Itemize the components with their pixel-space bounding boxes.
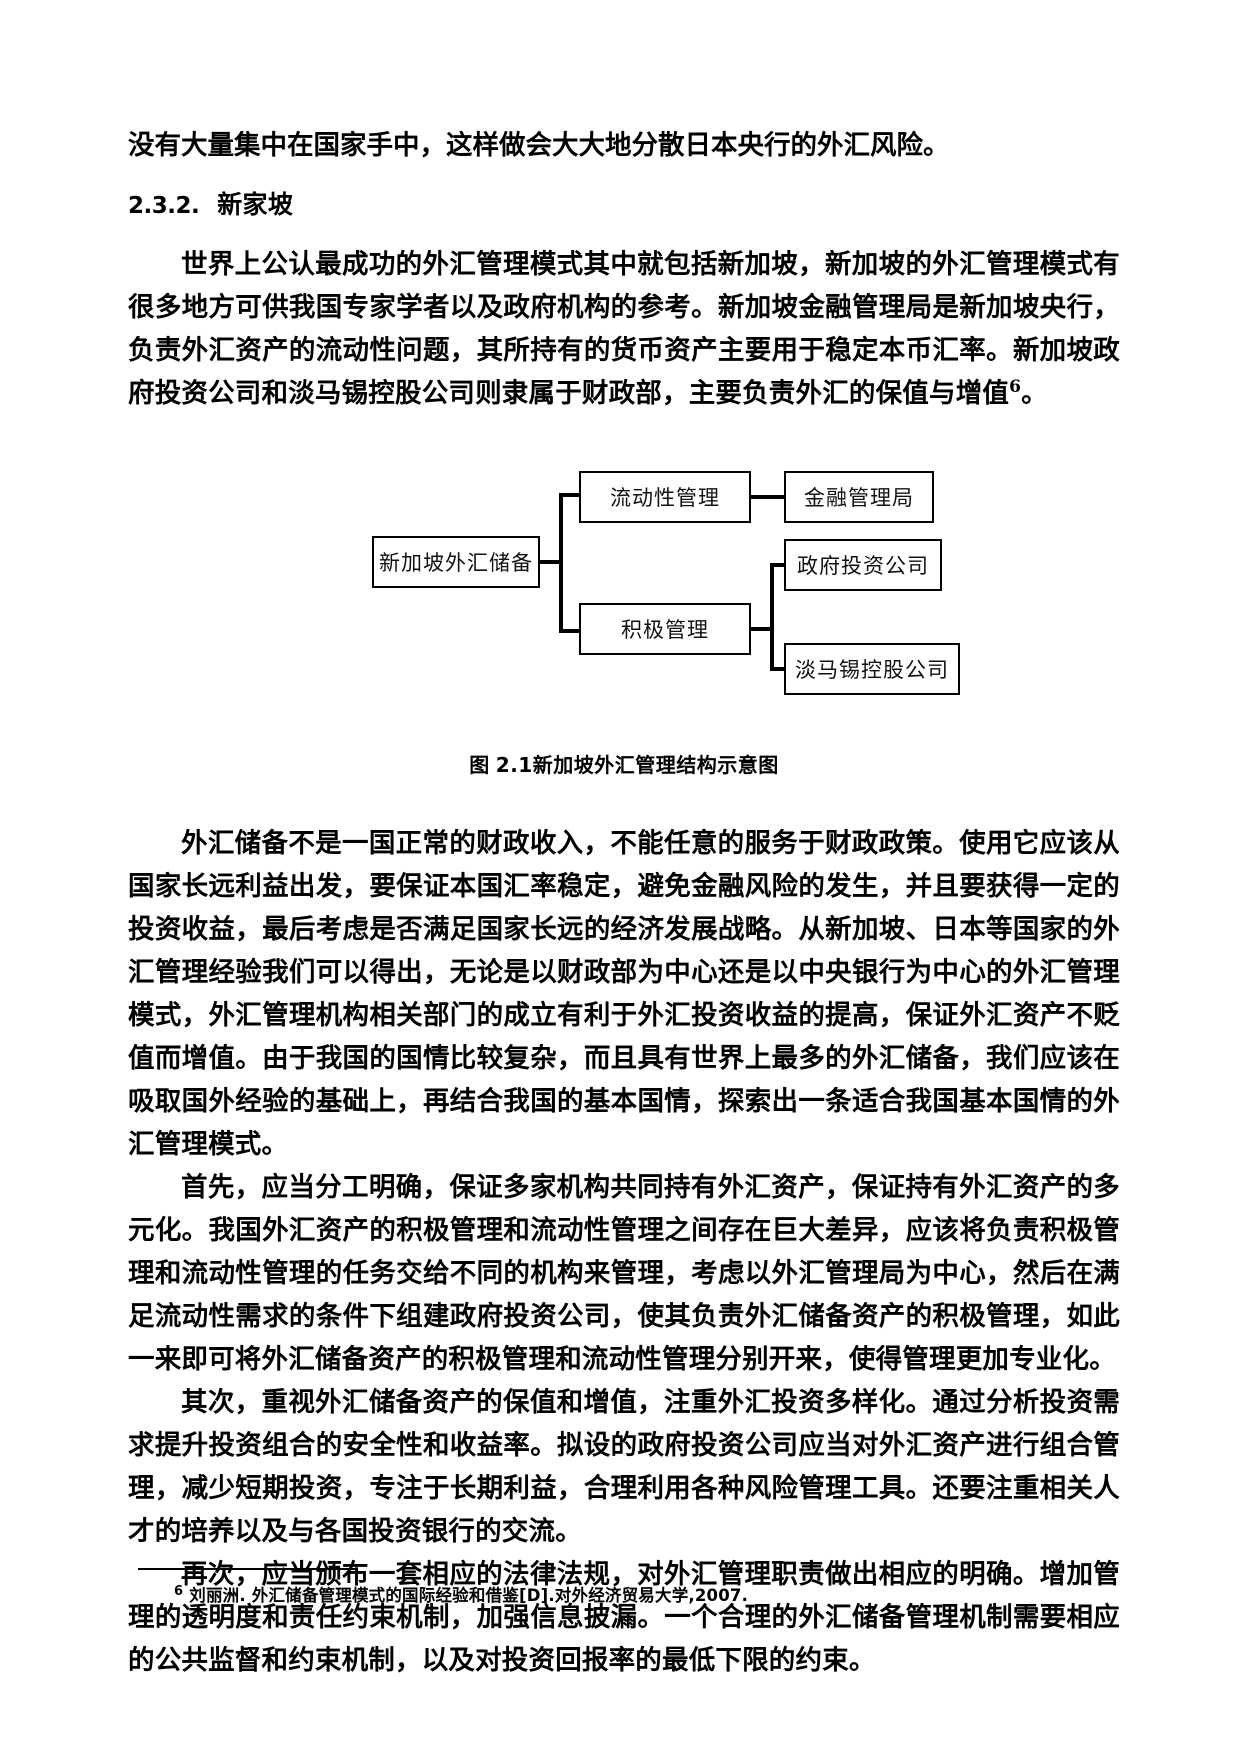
connector-root-stem (540, 560, 562, 564)
connector-top-branch-to-leaf (751, 495, 785, 499)
section-heading: 2.3.2. 新家坡 (128, 185, 1120, 221)
diagram-node-root-label: 新加坡外汇储备 (379, 551, 533, 575)
figure-caption-text: 2.1新加坡外汇管理结构示意图 (495, 753, 779, 777)
connector-spine-to-top-branch (559, 493, 581, 497)
paragraph-singapore-intro: 世界上公认最成功的外汇管理模式其中就包括新加坡，新加坡的外汇管理模式有很多地方可… (128, 249, 1120, 409)
continued-paragraph-line: 没有大量集中在国家手中，这样做会大大地分散日本央行的外汇风险。 (128, 130, 950, 161)
footnote-number: 6 (174, 1583, 184, 1599)
diagram-node-active-management-label: 积极管理 (621, 618, 709, 642)
connector-bottom-branch-to-leaf-bottom (770, 667, 786, 671)
paragraph-reserves-policy: 外汇储备不是一国正常的财政收入，不能任意的服务于财政政策。使用它应该从国家长远利… (128, 828, 1120, 1160)
body-paragraphs: 外汇储备不是一国正常的财政收入，不能任意的服务于财政政策。使用它应该从国家长远利… (128, 822, 1120, 1682)
connector-bottom-branch-stem (751, 627, 773, 631)
connector-spine-to-bottom-branch (559, 629, 581, 633)
connector-bottom-branch-spine (770, 563, 774, 671)
section-number: 2.3.2. (128, 193, 200, 219)
footnote-entry: 6 刘丽洲. 外汇储备管理模式的国际经验和借鉴[D].对外经济贸易大学,2007. (174, 1582, 1118, 1606)
paragraph-text: 世界上公认最成功的外汇管理模式其中就包括新加坡，新加坡的外汇管理模式有很多地方可… (128, 249, 1120, 409)
diagram-node-liquidity-management-label: 流动性管理 (610, 486, 720, 510)
paragraph-value-preservation: 其次，重视外汇储备资产的保值和增值，注重外汇投资多样化。通过分析投资需求提升投资… (128, 1387, 1120, 1547)
footnote-separator-rule (138, 1567, 358, 1570)
connector-bottom-branch-to-leaf-mid (770, 563, 786, 567)
section-title: 新家坡 (217, 190, 294, 219)
diagram-node-monetary-authority: 金融管理局 (784, 471, 934, 523)
figure-caption-label: 图 (469, 753, 490, 777)
diagram-node-gic-label: 政府投资公司 (797, 554, 929, 578)
connector-root-spine (559, 493, 563, 633)
diagram-node-temasek-label: 淡马锡控股公司 (795, 658, 949, 682)
org-structure-diagram: 新加坡外汇储备 流动性管理 积极管理 (372, 471, 960, 695)
footnote-reference: 6 (1009, 377, 1022, 398)
paragraph-division-of-labor: 首先，应当分工明确，保证多家机构共同持有外汇资产，保证持有外汇资产的多元化。我国… (128, 1172, 1120, 1375)
diagram-node-active-management: 积极管理 (579, 603, 751, 655)
footnote-area: 6 刘丽洲. 外汇储备管理模式的国际经验和借鉴[D].对外经济贸易大学,2007. (128, 1567, 1118, 1607)
diagram-node-gic: 政府投资公司 (784, 539, 942, 591)
diagram-node-root: 新加坡外汇储备 (372, 536, 540, 588)
figure-block: 新加坡外汇储备 流动性管理 积极管理 (128, 471, 1120, 701)
diagram-node-temasek: 淡马锡控股公司 (784, 643, 960, 695)
footnote-citation-text: 刘丽洲. 外汇储备管理模式的国际经验和借鉴[D].对外经济贸易大学,2007. (189, 1586, 749, 1605)
paragraph-legal-framework: 再次，应当颁布一套相应的法律法规，对外汇管理职责做出相应的明确。增加管理的透明度… (128, 1559, 1120, 1676)
diagram-node-monetary-authority-label: 金融管理局 (804, 486, 914, 510)
diagram-node-liquidity-management: 流动性管理 (579, 471, 751, 523)
